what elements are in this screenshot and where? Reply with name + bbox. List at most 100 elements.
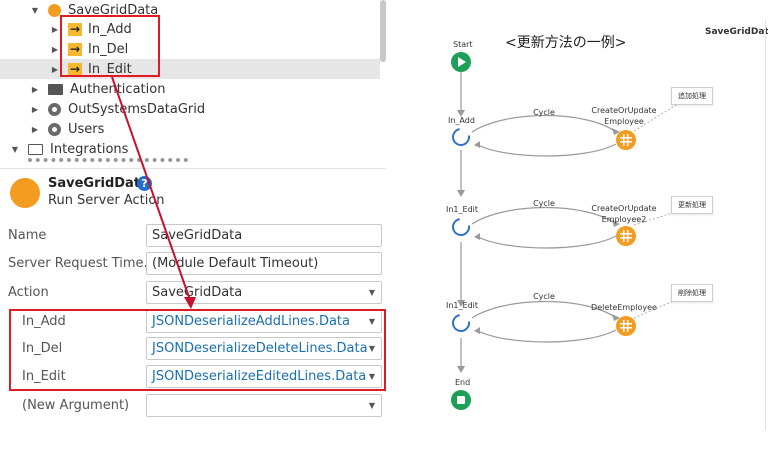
input-parameter-icon: →	[68, 61, 82, 76]
tree-item-label: In_Del	[88, 41, 129, 57]
entity-action-icon[interactable]	[616, 316, 636, 336]
chevron-down-icon: ▼	[368, 344, 375, 353]
tree-item-authentication[interactable]: ▶ Authentication	[0, 79, 380, 99]
arguments-highlight	[9, 309, 386, 391]
tree-item-in-edit[interactable]: ▶ → In_Edit	[0, 59, 380, 79]
for-each-icon[interactable]	[448, 310, 474, 336]
action-flow-canvas: <更新方法の一例> SaveGridData	[436, 20, 768, 426]
argument-label: In_Add	[22, 314, 66, 329]
aggregate-label: CreateOrUpdate Employee	[591, 105, 656, 127]
chevron-down-icon: ▼	[368, 401, 375, 410]
tree-item-label: Authentication	[70, 81, 166, 97]
property-row-timeout: Server Request Time... (Module Default T…	[0, 252, 386, 276]
folder-icon	[48, 83, 63, 95]
in-add-select[interactable]: JSONDeserializeAddLines.Data ▼	[146, 310, 382, 333]
field-value: (Module Default Timeout)	[152, 256, 319, 271]
chevron-right-icon[interactable]: ▶	[51, 44, 59, 54]
comment-box[interactable]: 更新処理	[671, 196, 713, 214]
tree-item-label: SaveGridData	[68, 2, 159, 18]
flow-title: <更新方法の一例>	[505, 35, 627, 51]
chevron-down-icon: ▼	[368, 317, 375, 326]
chevron-right-icon[interactable]: ▶	[51, 24, 59, 34]
aggregate-text: CreateOrUpdate Employee	[591, 106, 657, 126]
chevron-down-icon[interactable]: ▼	[11, 144, 19, 154]
chevron-right-icon[interactable]: ▶	[31, 124, 39, 134]
entity-action-icon[interactable]	[616, 226, 636, 246]
module-icon	[48, 122, 61, 136]
field-value: SaveGridData	[152, 228, 243, 243]
argument-row-new: (New Argument) ▼	[0, 394, 386, 418]
chevron-down-icon: ▼	[368, 288, 375, 297]
cycle-label: Cycle	[533, 292, 555, 301]
chevron-down-icon: ▼	[368, 372, 375, 381]
property-row-action: Action SaveGridData▼	[0, 281, 386, 305]
end-label: End	[455, 378, 471, 387]
server-action-icon	[48, 3, 61, 17]
flow-action-name: SaveGridData	[705, 27, 768, 37]
input-parameters-highlight	[60, 15, 160, 77]
tree-scrollbar[interactable]	[380, 0, 386, 62]
timeout-field[interactable]: (Module Default Timeout)	[146, 252, 382, 275]
tree-item-in-add[interactable]: ▶ → In_Add	[0, 19, 380, 39]
truncated-tree-item	[28, 158, 188, 164]
tree-item-label: In_Add	[88, 21, 132, 37]
comment-box[interactable]: 削除処理	[671, 284, 713, 302]
argument-row-in-edit: In_Edit JSONDeserializeEditedLines.Data▼	[0, 365, 386, 389]
properties-panel: SaveGridData ? Run Server Action Name Sa…	[0, 168, 386, 420]
chevron-right-icon[interactable]: ▶	[31, 104, 39, 114]
cycle-label: Cycle	[533, 108, 555, 117]
field-value: JSONDeserializeAddLines.Data	[152, 314, 350, 329]
chevron-right-icon[interactable]: ▶	[31, 84, 39, 94]
for-each-icon[interactable]	[448, 124, 474, 150]
action-select[interactable]: SaveGridData ▼	[146, 281, 382, 304]
argument-row-in-del: In_Del JSONDeserializeDeleteLines.Data▼	[0, 337, 386, 361]
tree-item-outsystemsdatagrid[interactable]: ▶ OutSystemsDataGrid	[0, 99, 380, 119]
start-node[interactable]	[451, 52, 471, 72]
tree-item-label: In_Edit	[88, 61, 132, 77]
tree-item-in-del[interactable]: ▶ → In_Del	[0, 39, 380, 59]
argument-row-in-add: In_Add JSONDeserializeAddLines.Data ▼	[0, 310, 386, 334]
argument-label: In_Edit	[22, 369, 66, 384]
entity-action-icon[interactable]	[616, 130, 636, 150]
name-field[interactable]: SaveGridData	[146, 224, 382, 247]
in-edit-select[interactable]: JSONDeserializeEditedLines.Data▼	[146, 365, 382, 388]
tree-item-users[interactable]: ▶ Users	[0, 119, 380, 139]
tree-item-label: Integrations	[50, 141, 129, 157]
field-value: JSONDeserializeEditedLines.Data	[152, 369, 367, 384]
aggregate-text: CreateOrUpdate Employee2	[591, 204, 657, 224]
tree-item-integrations[interactable]: ▼ Integrations	[0, 139, 380, 159]
new-argument-select[interactable]: ▼	[146, 394, 382, 417]
aggregate-label: DeleteEmployee	[591, 303, 657, 312]
comment-box[interactable]: 追加処理	[671, 87, 713, 105]
server-action-icon	[10, 178, 40, 208]
argument-label: In_Del	[22, 341, 63, 356]
stop-icon	[457, 396, 465, 404]
property-label: Name	[8, 228, 47, 243]
properties-subtitle: Run Server Action	[48, 193, 165, 208]
aggregate-label: CreateOrUpdate Employee2	[591, 203, 656, 225]
tree-item-savegriddata[interactable]: ▼ SaveGridData	[0, 0, 380, 20]
loop-node-label: In1_Edit	[446, 205, 479, 214]
help-icon[interactable]: ?	[137, 176, 152, 191]
module-icon	[48, 102, 61, 116]
property-label: Server Request Time...	[8, 256, 156, 271]
loop-node-label: In1_Edit	[446, 301, 479, 310]
in-del-select[interactable]: JSONDeserializeDeleteLines.Data▼	[146, 337, 382, 360]
end-node[interactable]	[451, 390, 471, 410]
flow-canvas-divider	[765, 20, 766, 430]
tree-item-label: Users	[68, 121, 105, 137]
property-row-name: Name SaveGridData	[0, 224, 386, 248]
tree-item-label: OutSystemsDataGrid	[68, 101, 206, 117]
loop-node-label: In_Add	[448, 116, 475, 125]
field-value: SaveGridData	[152, 285, 243, 300]
chevron-right-icon[interactable]: ▶	[51, 64, 59, 74]
chevron-down-icon[interactable]: ▼	[31, 5, 39, 15]
argument-label: (New Argument)	[22, 398, 130, 413]
properties-title: SaveGridData	[48, 176, 149, 191]
play-icon	[458, 57, 466, 67]
for-each-icon[interactable]	[448, 214, 474, 240]
start-label: Start	[453, 40, 473, 49]
module-tree: ▼ SaveGridData ▶ → In_Add ▶ → In_Del ▶ →…	[0, 0, 386, 168]
input-parameter-icon: →	[68, 21, 82, 36]
field-value: JSONDeserializeDeleteLines.Data	[152, 341, 368, 356]
